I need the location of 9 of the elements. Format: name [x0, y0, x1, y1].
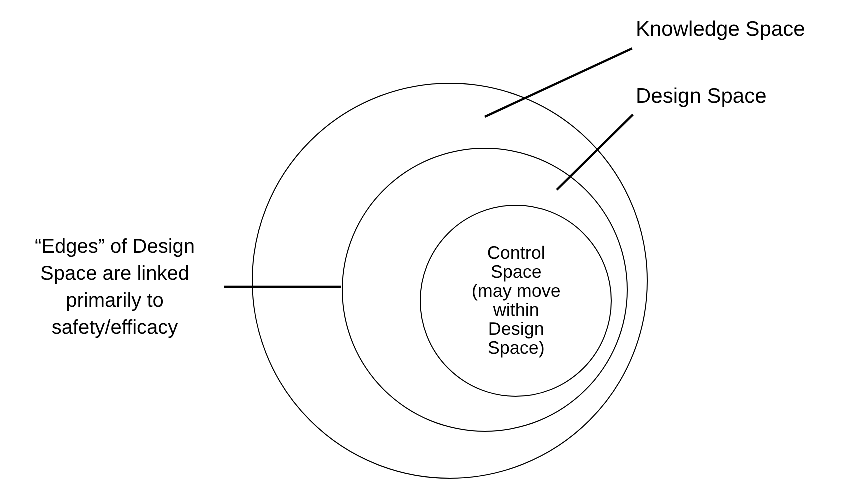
control-space-circle — [420, 205, 612, 398]
callout-text: Design Space — [636, 84, 786, 112]
region-label: Control Space (may move within Design Space) — [470, 244, 562, 358]
leader-line — [556, 114, 634, 191]
callout-text: Knowledge Space — [636, 17, 836, 47]
callout-text: “Edges” of Design Space are linked primarily to safety/efficacy — [10, 234, 220, 344]
leader-line — [484, 48, 633, 118]
circle-region — [342, 148, 628, 432]
leader-line — [224, 286, 341, 288]
